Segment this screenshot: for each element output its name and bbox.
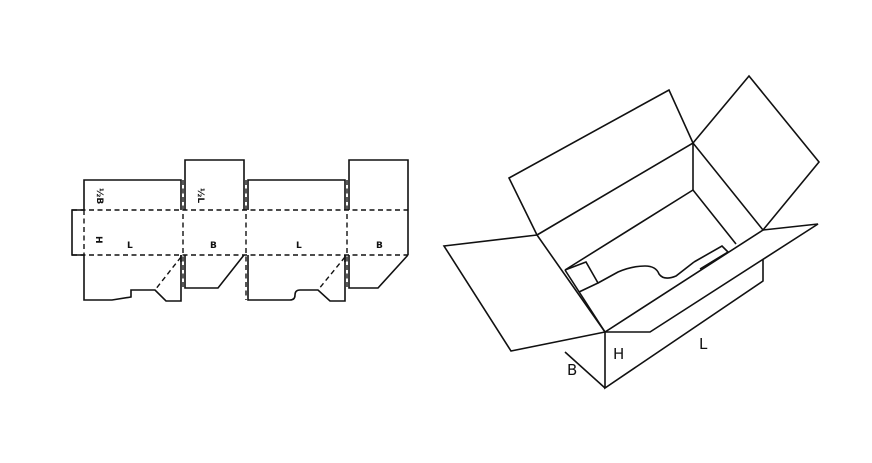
glue-flap [71,209,84,256]
inner-bottom-cutout [597,261,695,284]
dim-label-h: H [613,345,624,363]
panel-label-l-2: L [296,241,302,251]
left-wall-bottom [564,351,606,389]
inner-bottom-flap-right [693,245,730,270]
inner-back-bottom [564,188,737,271]
right-end-flap [692,74,821,231]
front-flap [605,223,819,333]
back-flap [507,88,694,236]
bottom-flap-4 [348,254,409,289]
flat-blank: ½B ½L H L B L B [71,159,409,302]
top-flap-3 [247,179,346,210]
panel-label-h: H [93,236,103,244]
flap-label-half-b: ½B [94,188,105,204]
panel-label-b-2: B [376,241,383,251]
flap-label-half-l: ½L [195,188,206,203]
panel-label-l-1: L [127,241,133,251]
box-rim [535,141,765,334]
dim-label-l: L [699,335,708,353]
inner-bottom-flap-left [564,261,600,293]
dim-label-b: B [567,361,577,379]
front-wall [604,260,764,390]
crease-diag-1 [154,256,182,291]
inner-left-floor-edge [564,269,606,333]
box-3d: B H L [442,74,821,390]
panel-label-b-1: B [210,241,217,251]
top-flap-1 [83,179,182,210]
top-flap-2 [184,159,245,210]
bottom-flap-1 [83,255,182,302]
top-flap-4 [348,159,409,210]
crease-diag-2 [317,256,346,291]
left-end-flap [442,234,606,352]
bottom-flap-2 [184,254,245,289]
bottom-flap-3 [247,255,346,302]
